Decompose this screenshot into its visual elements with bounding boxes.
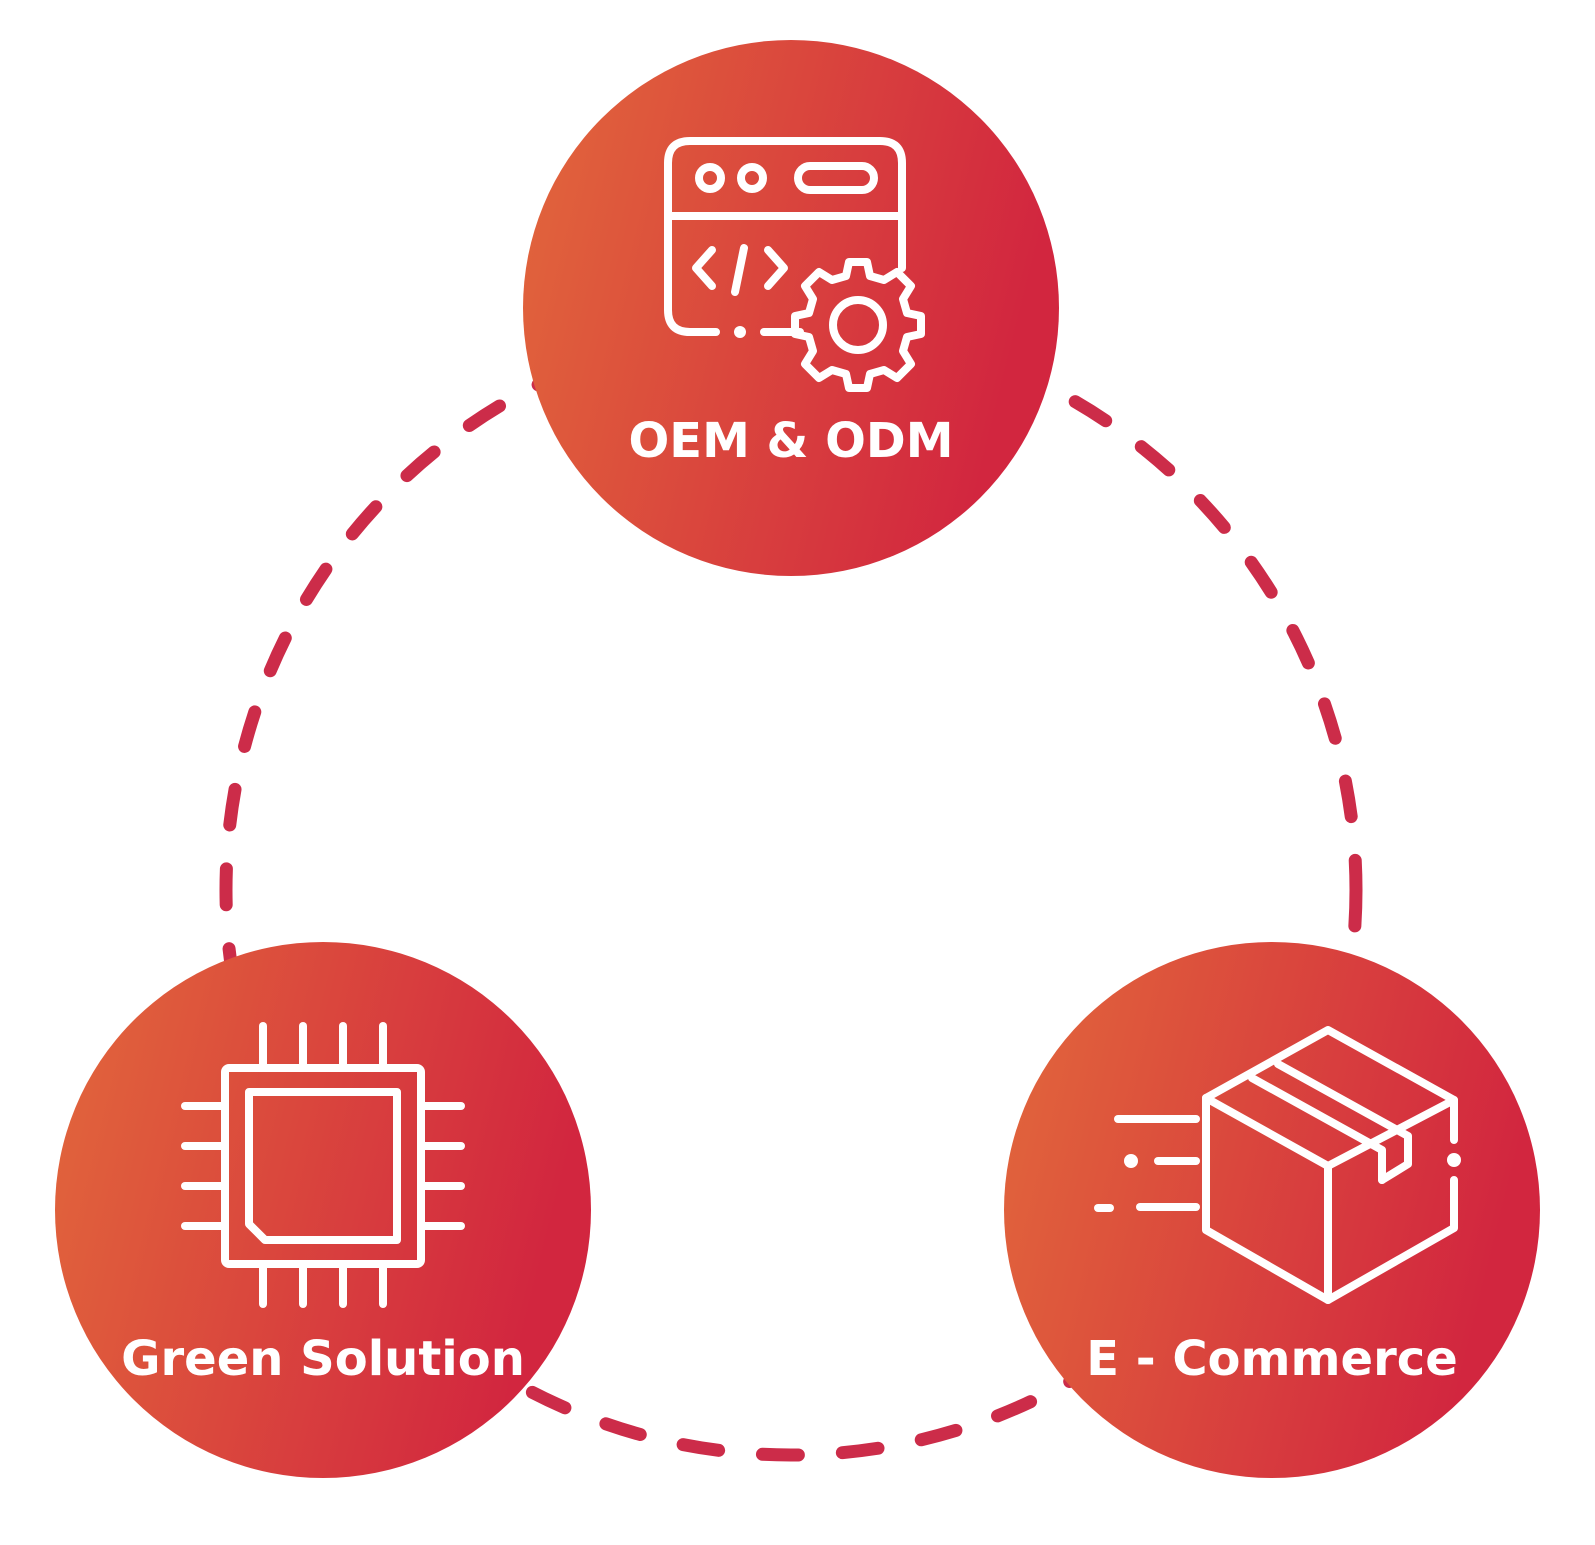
node-e-commerce: E - Commerce [1004,942,1540,1478]
node-green-solution: Green Solution [55,942,591,1478]
node-label: OEM & ODM [628,413,953,469]
node-circle [523,40,1059,576]
code-window-gear-icon [664,137,925,392]
node-oem-odm: OEM & ODM [523,40,1059,576]
fast-delivery-box-icon [1094,1026,1461,1304]
node-circle [55,942,591,1478]
node-label: E - Commerce [1086,1331,1458,1387]
node-circle [1004,942,1540,1478]
node-label: Green Solution [121,1331,525,1387]
microchip-icon [181,1022,465,1308]
